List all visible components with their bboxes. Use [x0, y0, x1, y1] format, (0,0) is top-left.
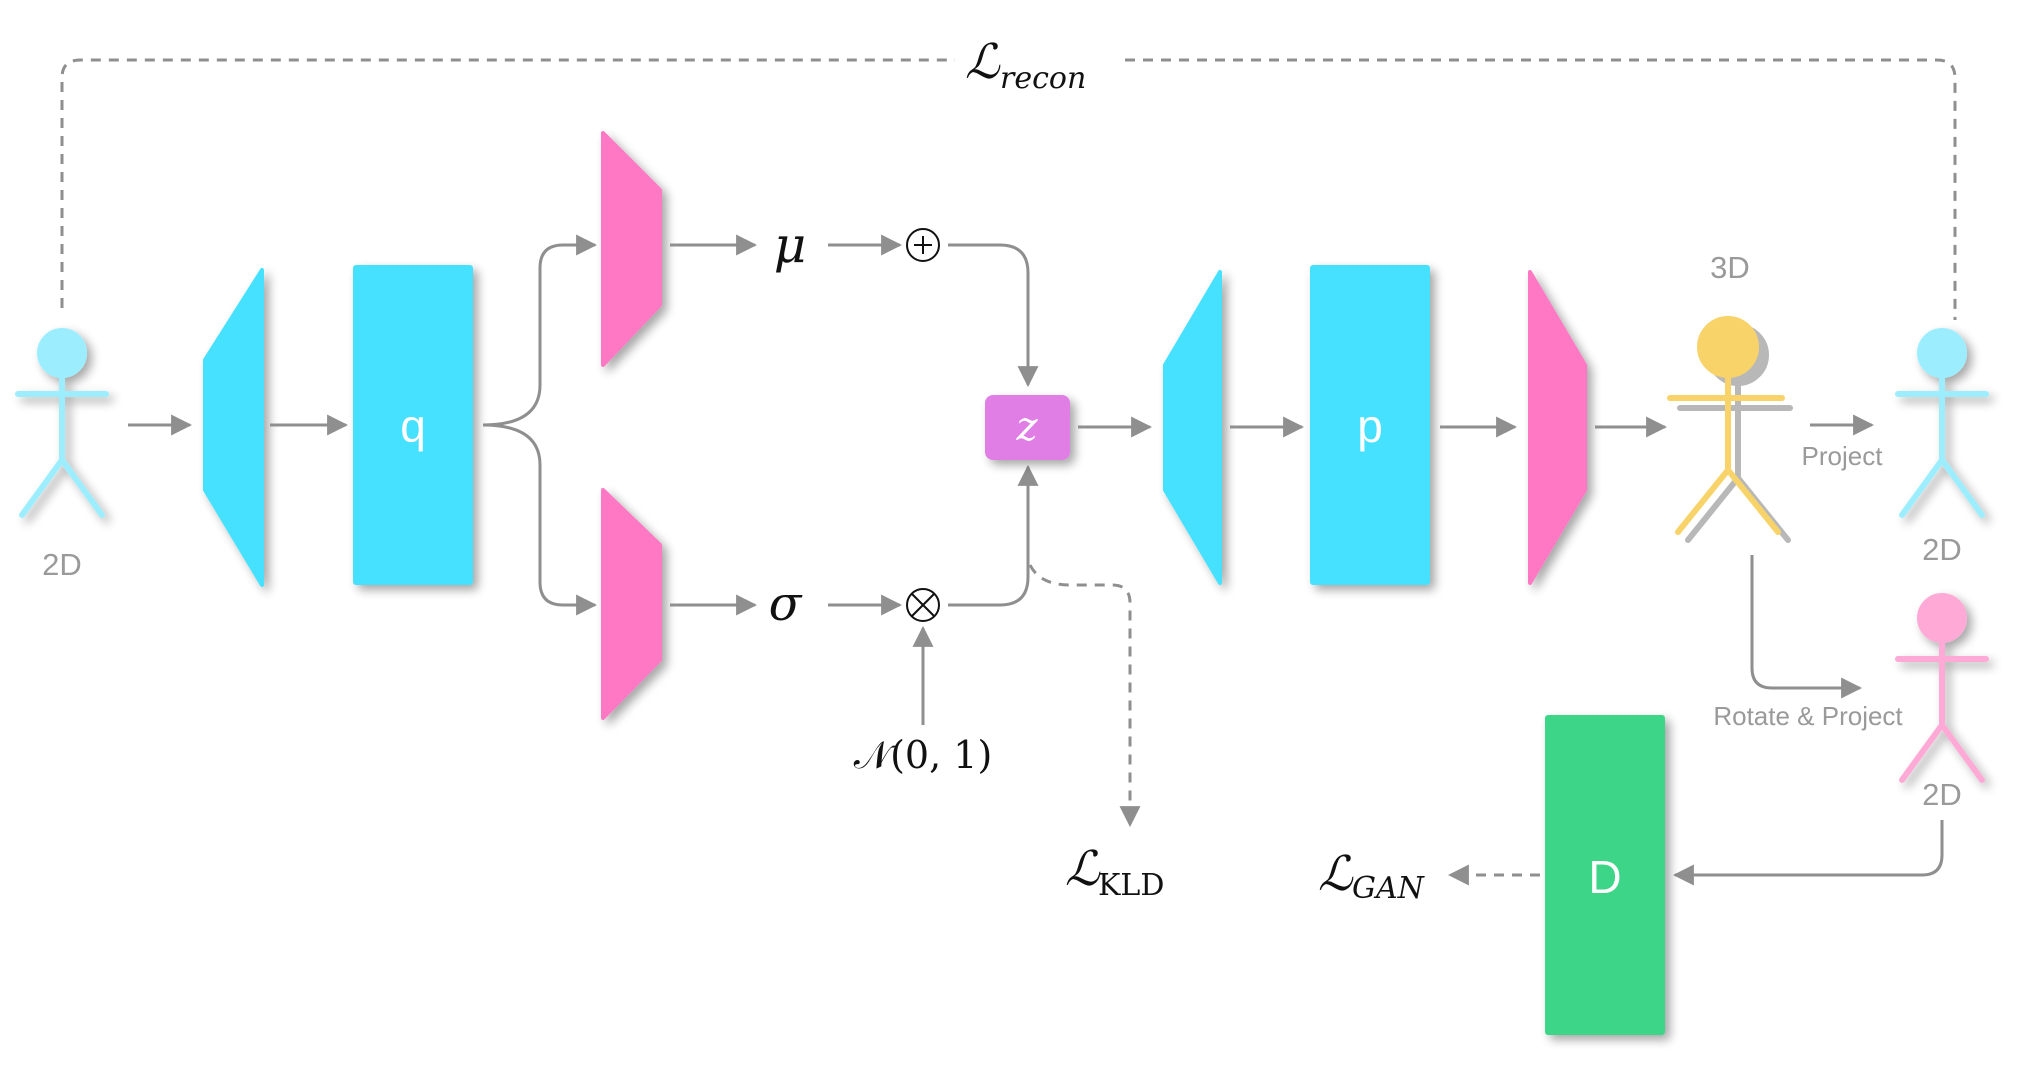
recon-loss-symbol: ℒ [965, 34, 1001, 90]
mu-head-trapezoid [601, 131, 662, 367]
projected-2d-label: 2D [1922, 532, 1962, 567]
noise-label: 𝒩(0, 1) [854, 733, 993, 777]
input-2d-label: 2D [42, 547, 82, 582]
times-operator [906, 588, 940, 622]
project-label: Project [1802, 441, 1884, 471]
encoder-q-block: q [353, 265, 473, 585]
gan-loss-symbol: ℒ [1318, 846, 1354, 902]
kld-loss-path [1028, 564, 1141, 828]
recon-loss-subscript: recon [1000, 61, 1086, 96]
latent-z-label: z [1015, 404, 1038, 450]
branch-to-sigma [482, 423, 598, 616]
figure-head [37, 328, 87, 378]
output-3d-figure [1667, 316, 1793, 543]
branch-to-mu [482, 234, 598, 427]
arrow-plus-z [948, 243, 1039, 388]
decoder-p-block: p [1310, 265, 1430, 585]
kld-loss-symbol: ℒ [1065, 841, 1101, 897]
arrow-rotated-discriminator [1672, 820, 1944, 886]
encoder-q-label: q [400, 400, 426, 452]
gan-loss-label: ℒ GAN [1318, 846, 1426, 906]
encoder-trapezoid [203, 268, 264, 587]
decoder-trapezoid [1163, 270, 1222, 585]
rotated-2d-figure [1895, 593, 1989, 783]
decoder-p-label: p [1357, 400, 1383, 452]
rotate-project-label: Rotate & Project [1713, 701, 1903, 731]
recon-loss-path-left [60, 58, 955, 308]
arrow-times-z [948, 464, 1039, 607]
discriminator-block: D [1545, 715, 1665, 1035]
figure-3d-front [1667, 316, 1785, 535]
input-2d-figure [15, 328, 109, 518]
recon-loss-path-right [1125, 58, 1957, 320]
rotated-2d-label: 2D [1922, 777, 1962, 812]
kld-loss-subscript: KLD [1098, 868, 1164, 903]
latent-z-block: z [985, 395, 1070, 460]
recon-loss-label: ℒ recon [965, 34, 1086, 96]
output-trapezoid [1528, 270, 1587, 585]
mu-symbol: μ [774, 216, 807, 274]
gan-loss-subscript: GAN [1352, 871, 1426, 906]
plus-operator [906, 228, 940, 262]
kld-loss-label: ℒ KLD [1065, 841, 1164, 903]
output-3d-label: 3D [1710, 250, 1750, 285]
arrow-rotate-project [1750, 555, 1863, 699]
projected-2d-figure [1895, 328, 1989, 518]
sigma-symbol: σ [769, 576, 803, 632]
sigma-head-trapezoid [601, 488, 662, 720]
discriminator-label: D [1588, 851, 1621, 903]
